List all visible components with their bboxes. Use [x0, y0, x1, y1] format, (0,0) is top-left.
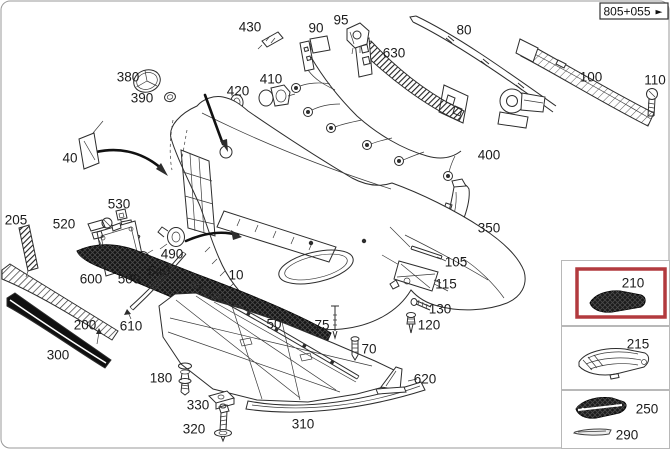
part-label-600[interactable]: 600: [80, 272, 103, 287]
part-label-205[interactable]: 205: [5, 213, 28, 228]
part-label-95[interactable]: 95: [333, 13, 348, 28]
part-label-620[interactable]: 620: [414, 372, 437, 387]
part-label-500[interactable]: 500: [118, 272, 141, 287]
part-label-610[interactable]: 610: [120, 319, 143, 334]
part-label-420[interactable]: 420: [227, 84, 250, 99]
part-drawing-390-ring: [164, 91, 176, 103]
variant-thumb-215: [578, 348, 650, 380]
part-drawing-620-corner-bracket: [375, 366, 418, 395]
part-label-40[interactable]: 40: [62, 151, 77, 166]
pointer-arrows: [94, 93, 242, 243]
part-label-215[interactable]: 215: [627, 337, 650, 352]
part-label-180[interactable]: 180: [150, 371, 173, 386]
part-drawing-40-cover: [78, 120, 104, 170]
ref-code[interactable]: 805+055: [603, 5, 650, 19]
part-label-75[interactable]: 75: [314, 318, 329, 333]
part-drawing-410-park-sensor: [258, 84, 296, 107]
side-panel: [561, 260, 670, 449]
part-label-630[interactable]: 630: [383, 46, 406, 61]
part-drawing-430-bracket: [257, 31, 284, 50]
part-drawing-95-bracket: [346, 22, 370, 55]
part-drawing-610-strip: [124, 251, 187, 320]
part-drawing-50-strip: [190, 281, 360, 380]
ref-box-frame: [599, 2, 669, 20]
part-label-410[interactable]: 410: [260, 72, 283, 87]
part-label-520[interactable]: 520: [53, 217, 76, 232]
part-drawing-110-bolt: [646, 88, 658, 117]
part-label-320[interactable]: 320: [183, 422, 206, 437]
part-label-250[interactable]: 250: [636, 402, 659, 417]
part-label-380[interactable]: 380: [117, 70, 140, 85]
part-label-50[interactable]: 50: [266, 317, 281, 332]
part-label-540[interactable]: 540: [148, 264, 171, 279]
part-label-80[interactable]: 80: [456, 23, 471, 38]
part-drawing-70-rivet: [350, 336, 360, 361]
ref-arrow-icon: ►: [656, 8, 663, 18]
highlight-box: [575, 267, 667, 319]
part-label-10[interactable]: 10: [228, 268, 243, 283]
part-label-300[interactable]: 300: [47, 348, 70, 363]
variant-thumb-290: [573, 428, 612, 436]
part-drawing-320-screw: [214, 403, 232, 443]
part-drawing-400-wiring-harness: [291, 56, 462, 181]
part-label-430[interactable]: 430: [239, 20, 262, 35]
part-drawing-75-pin: [331, 305, 339, 340]
part-labels: 430 90 95 630 80 100 110 380 390 420 410 400 350 40 20…: [5, 13, 666, 443]
part-label-530[interactable]: 530: [108, 197, 131, 212]
part-label-210[interactable]: 210: [622, 276, 645, 291]
part-drawing-115-bracket: [389, 260, 442, 292]
part-label-400[interactable]: 400: [478, 148, 501, 163]
part-label-330[interactable]: 330: [187, 398, 210, 413]
part-label-100[interactable]: 100: [580, 70, 603, 85]
part-label-350[interactable]: 350: [478, 221, 501, 236]
part-drawing-180-clip: [178, 362, 192, 396]
part-drawing-380-emblem: [133, 69, 161, 93]
part-drawing-120-rivet: [406, 312, 416, 334]
part-label-70[interactable]: 70: [361, 342, 376, 357]
part-drawing-200-lower-beam: [1, 263, 119, 341]
part-label-110[interactable]: 110: [644, 73, 666, 88]
variant-thumb-250: [575, 397, 627, 419]
part-drawing-90-camera-module: [299, 35, 336, 91]
ref-box[interactable]: 805+055 ►: [599, 2, 669, 20]
part-label-120[interactable]: 120: [418, 318, 441, 333]
part-label-490[interactable]: 490: [161, 247, 184, 262]
part-drawing-130-screw: [410, 298, 432, 311]
part-label-115[interactable]: 115: [435, 277, 457, 292]
part-label-390[interactable]: 390: [131, 91, 154, 106]
variant-thumb-210: [589, 290, 646, 313]
part-label-310[interactable]: 310: [292, 417, 315, 432]
part-label-290[interactable]: 290: [616, 428, 639, 443]
part-drawing-105-strip: [389, 226, 447, 262]
part-label-200[interactable]: 200: [74, 318, 97, 333]
part-drawing-300-trim-strip: [6, 292, 112, 369]
part-drawing-100-crash-bar: [515, 38, 655, 127]
part-label-130[interactable]: 130: [429, 302, 452, 317]
part-drawing-490-park-sensor: [157, 226, 185, 250]
part-label-90[interactable]: 90: [308, 21, 323, 36]
part-label-105[interactable]: 105: [445, 255, 468, 270]
